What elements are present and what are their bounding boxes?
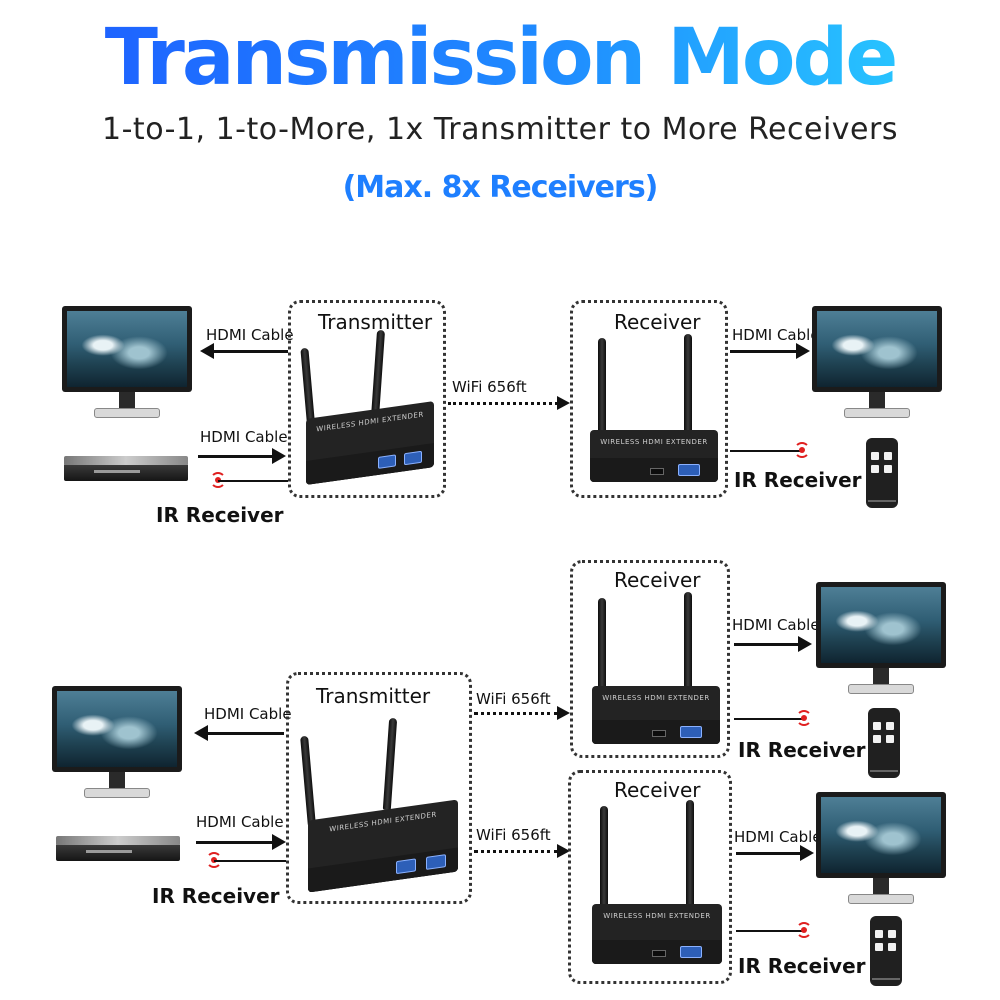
transmitter-device-icon: WIRELESS HDMI EXTENDER <box>296 710 466 893</box>
hdmi-arrow-to-display <box>730 343 810 359</box>
hdmi-cable-label: HDMI Cable <box>200 428 288 446</box>
hdmi-cable-label: HDMI Cable <box>204 705 292 723</box>
ir-receiver-label: IR Receiver <box>156 503 284 527</box>
hdmi-arrow-to-display <box>734 636 812 652</box>
receiver-title: Receiver <box>614 310 701 334</box>
display-monitor-icon <box>812 306 942 426</box>
hdmi-cable-label: HDMI Cable <box>732 616 820 634</box>
device-label: WIRELESS HDMI EXTENDER <box>602 694 710 702</box>
wifi-link-arrow <box>474 844 570 858</box>
device-label: WIRELESS HDMI EXTENDER <box>329 810 437 834</box>
receiver-box <box>570 300 728 498</box>
receiver-box <box>570 560 730 758</box>
wifi-range-label: WiFi 656ft <box>476 826 551 844</box>
receiver-box <box>568 770 732 984</box>
page-title: Transmission Mode <box>0 8 1000 108</box>
hdmi-arrow-from-player <box>198 448 286 464</box>
wifi-link-arrow <box>448 396 570 410</box>
ir-line <box>736 930 802 932</box>
ir-signal-icon <box>794 708 814 728</box>
transmitter-box <box>286 672 472 904</box>
page-subtitle: 1-to-1, 1-to-More, 1x Transmitter to Mor… <box>102 112 898 147</box>
source-monitor-icon <box>62 306 192 426</box>
transmitter-device-icon: WIRELESS HDMI EXTENDER <box>296 329 438 485</box>
hdmi-arrow-from-player <box>196 834 286 850</box>
hdmi-cable-label: HDMI Cable <box>732 326 820 344</box>
ir-signal-icon <box>792 440 812 460</box>
receiver-title: Receiver <box>614 778 701 802</box>
remote-control-icon <box>870 916 902 986</box>
device-label: WIRELESS HDMI EXTENDER <box>316 410 424 434</box>
remote-control-icon <box>868 708 900 778</box>
ir-line <box>734 718 802 720</box>
source-monitor-icon <box>52 686 182 806</box>
ir-receiver-label: IR Receiver <box>738 738 866 762</box>
hdmi-arrow-to-monitor <box>200 343 288 359</box>
wifi-range-label: WiFi 656ft <box>476 690 551 708</box>
transmitter-title: Transmitter <box>318 310 433 334</box>
ir-signal-icon <box>794 920 814 940</box>
ir-receiver-label: IR Receiver <box>152 884 280 908</box>
max-receivers-note: (Max. 8x Receivers) <box>342 170 659 205</box>
receiver-device-icon: WIRELESS HDMI EXTENDER <box>580 334 722 484</box>
receiver-device-icon: WIRELESS HDMI EXTENDER <box>580 592 722 750</box>
device-label: WIRELESS HDMI EXTENDER <box>600 438 708 446</box>
transmitter-box <box>288 300 446 498</box>
receiver-title: Receiver <box>614 568 701 592</box>
ir-receiver-label: IR Receiver <box>738 954 866 978</box>
hdmi-cable-label: HDMI Cable <box>206 326 294 344</box>
hdmi-cable-label: HDMI Cable <box>196 813 284 831</box>
remote-control-icon <box>866 438 898 508</box>
device-label: WIRELESS HDMI EXTENDER <box>603 912 711 920</box>
ir-receiver-label: IR Receiver <box>734 468 862 492</box>
wifi-range-label: WiFi 656ft <box>452 378 527 396</box>
ir-line <box>214 860 286 862</box>
hdmi-arrow-to-monitor <box>194 725 284 741</box>
hdmi-cable-label: HDMI Cable <box>734 828 822 846</box>
hdmi-arrow-to-display <box>736 845 814 861</box>
wifi-link-arrow <box>474 706 570 720</box>
ir-line <box>218 480 288 482</box>
transmitter-title: Transmitter <box>316 684 431 708</box>
ir-line <box>730 450 800 452</box>
display-monitor-icon <box>816 792 946 912</box>
bluray-player-icon <box>64 456 188 482</box>
display-monitor-icon <box>816 582 946 702</box>
bluray-player-icon <box>56 836 180 862</box>
receiver-device-icon: WIRELESS HDMI EXTENDER <box>580 800 726 970</box>
